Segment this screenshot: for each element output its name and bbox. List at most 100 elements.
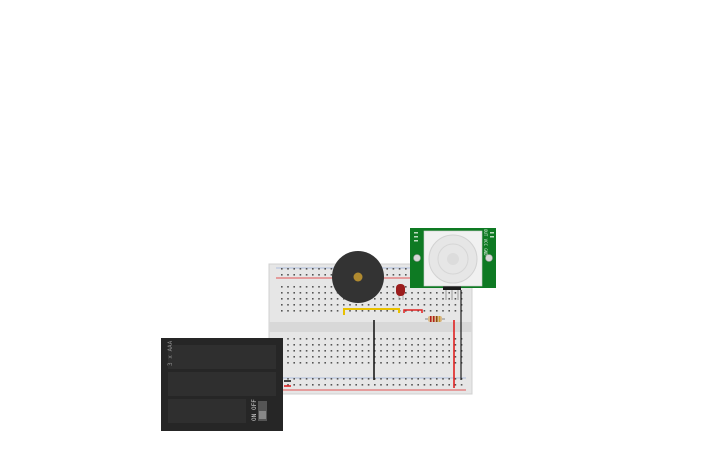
breadboard-hole bbox=[392, 350, 395, 352]
breadboard-hole bbox=[324, 304, 326, 306]
breadboard-hole bbox=[448, 292, 450, 294]
breadboard-hole bbox=[349, 356, 351, 358]
breadboard-hole bbox=[423, 298, 426, 300]
breadboard-hole bbox=[293, 286, 295, 288]
breadboard-hole bbox=[380, 338, 382, 340]
breadboard-hole bbox=[299, 350, 302, 352]
breadboard-hole bbox=[398, 350, 401, 352]
breadboard-hole bbox=[405, 378, 407, 380]
breadboard-hole bbox=[349, 304, 351, 306]
breadboard-hole bbox=[287, 362, 289, 364]
breadboard-hole bbox=[281, 274, 283, 276]
breadboard-hole bbox=[293, 274, 295, 276]
breadboard-hole bbox=[386, 298, 388, 300]
breadboard-hole bbox=[336, 310, 339, 312]
breadboard-hole bbox=[423, 384, 426, 386]
breadboard-hole bbox=[287, 356, 289, 358]
breadboard-hole bbox=[343, 378, 345, 380]
breadboard-hole bbox=[312, 286, 314, 288]
breadboard-hole bbox=[318, 362, 320, 364]
breadboard-hole bbox=[336, 350, 339, 352]
pir-sensor[interactable] bbox=[410, 228, 496, 300]
breadboard-hole bbox=[442, 304, 444, 306]
breadboard-hole bbox=[299, 286, 302, 288]
breadboard-hole bbox=[318, 286, 320, 288]
breadboard-hole bbox=[361, 338, 364, 340]
breadboard-hole bbox=[305, 310, 308, 312]
breadboard-hole bbox=[293, 268, 295, 270]
breadboard-hole bbox=[305, 378, 308, 380]
breadboard-hole bbox=[324, 350, 326, 352]
breadboard-hole bbox=[281, 268, 283, 270]
breadboard-hole bbox=[312, 274, 314, 276]
breadboard-hole bbox=[312, 292, 314, 294]
breadboard-hole bbox=[318, 384, 320, 386]
breadboard-hole bbox=[355, 362, 357, 364]
breadboard-hole bbox=[299, 338, 302, 340]
breadboard-hole bbox=[318, 310, 320, 312]
breadboard-hole bbox=[405, 268, 407, 270]
breadboard-hole bbox=[361, 356, 364, 358]
breadboard-hole bbox=[312, 338, 314, 340]
breadboard-hole bbox=[355, 304, 357, 306]
breadboard-hole bbox=[436, 338, 438, 340]
breadboard-hole bbox=[417, 298, 419, 300]
breadboard-hole bbox=[448, 350, 450, 352]
breadboard-hole bbox=[312, 298, 314, 300]
breadboard-hole bbox=[299, 356, 302, 358]
breadboard-hole bbox=[398, 356, 401, 358]
breadboard-hole bbox=[405, 292, 407, 294]
breadboard-hole bbox=[380, 304, 382, 306]
breadboard-hole bbox=[355, 356, 357, 358]
breadboard-hole bbox=[305, 362, 308, 364]
battery-pack[interactable] bbox=[161, 338, 283, 431]
breadboard-hole bbox=[448, 356, 450, 358]
breadboard-hole bbox=[398, 268, 401, 270]
breadboard-hole bbox=[380, 350, 382, 352]
breadboard-hole bbox=[305, 298, 308, 300]
breadboard-hole bbox=[386, 286, 388, 288]
breadboard-hole bbox=[330, 344, 333, 346]
breadboard-hole bbox=[312, 362, 314, 364]
breadboard-hole bbox=[380, 378, 382, 380]
breadboard-hole bbox=[417, 310, 419, 312]
breadboard-hole bbox=[442, 378, 444, 380]
breadboard-hole bbox=[429, 362, 432, 364]
breadboard-hole bbox=[324, 356, 326, 358]
breadboard-hole bbox=[324, 292, 326, 294]
breadboard-hole bbox=[436, 362, 438, 364]
breadboard-hole bbox=[293, 384, 295, 386]
breadboard-hole bbox=[436, 344, 438, 346]
resistor[interactable] bbox=[425, 316, 445, 322]
breadboard-hole bbox=[398, 304, 401, 306]
breadboard-hole bbox=[454, 378, 457, 380]
breadboard-hole bbox=[287, 298, 289, 300]
breadboard-hole bbox=[392, 356, 395, 358]
breadboard-hole bbox=[312, 268, 314, 270]
breadboard-hole bbox=[355, 350, 357, 352]
breadboard-hole bbox=[324, 298, 326, 300]
breadboard-hole bbox=[398, 362, 401, 364]
breadboard-hole bbox=[423, 378, 426, 380]
breadboard-hole bbox=[392, 268, 395, 270]
breadboard-hole bbox=[367, 378, 370, 380]
breadboard-hole bbox=[392, 274, 395, 276]
red-led[interactable] bbox=[396, 284, 405, 300]
breadboard-hole bbox=[355, 384, 357, 386]
breadboard-hole bbox=[305, 286, 308, 288]
breadboard-hole bbox=[293, 304, 295, 306]
breadboard-hole bbox=[398, 384, 401, 386]
battery-pack-label: 3 x AAA bbox=[167, 340, 174, 366]
breadboard-hole bbox=[386, 378, 388, 380]
breadboard-hole bbox=[405, 274, 407, 276]
breadboard-hole bbox=[299, 304, 302, 306]
breadboard-hole bbox=[336, 344, 339, 346]
breadboard-hole bbox=[423, 356, 426, 358]
breadboard-hole bbox=[423, 350, 426, 352]
breadboard-hole bbox=[429, 344, 432, 346]
wires bbox=[284, 290, 462, 388]
piezo-buzzer[interactable] bbox=[332, 251, 384, 303]
breadboard-hole bbox=[411, 304, 413, 306]
